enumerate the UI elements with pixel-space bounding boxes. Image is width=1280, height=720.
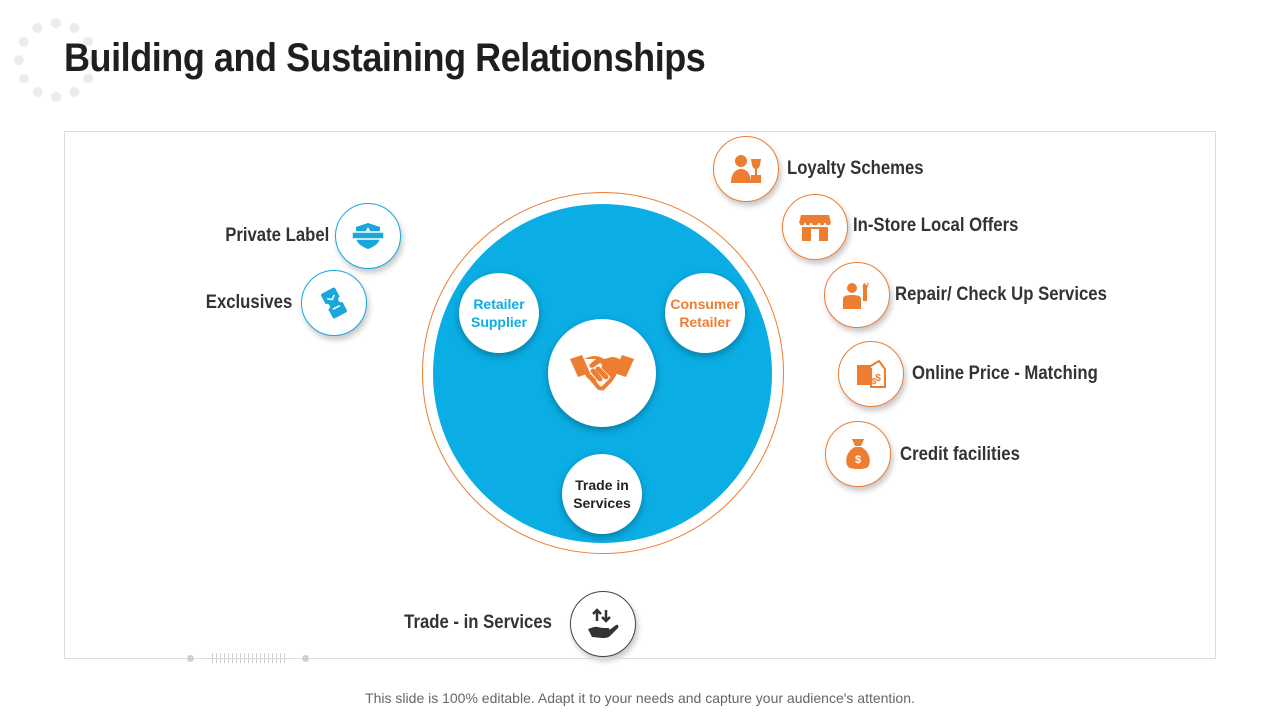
trade-in-services-node: Trade in Services <box>562 454 642 534</box>
retailer-supplier-label: Retailer Supplier <box>470 296 527 330</box>
ticket-icon <box>321 287 347 319</box>
handshake-icon <box>570 355 634 391</box>
price-matching-text: Online Price - Matching <box>912 363 1098 384</box>
handshake-node <box>548 319 656 427</box>
price-matching-circle: $ $ <box>838 341 904 407</box>
page-title: Building and Sustaining Relationships <box>64 36 706 80</box>
private-label-circle <box>335 203 401 269</box>
price-tag-icon: $ $ <box>857 359 886 388</box>
loyalty-schemes-text: Loyalty Schemes <box>787 158 924 179</box>
loyalty-schemes-circle <box>713 136 779 202</box>
credit-facilities-circle: $ <box>825 421 891 487</box>
decorative-ring <box>14 18 98 102</box>
divider-dot <box>302 655 309 662</box>
in-store-offers-circle <box>782 194 848 260</box>
outer-orange-ring <box>422 192 784 554</box>
repair-services-circle <box>824 262 890 328</box>
divider-ticks <box>212 653 286 663</box>
trade-in-services-text: Trade - in Services <box>404 612 552 633</box>
svg-text:$: $ <box>872 377 877 386</box>
store-icon <box>798 215 832 241</box>
trade-in-services-circle <box>570 591 636 657</box>
shield-badge-icon <box>351 223 385 249</box>
svg-text:$: $ <box>855 454 861 466</box>
svg-text:$: $ <box>875 373 881 384</box>
trade-in-label: Trade in Services <box>573 477 631 511</box>
person-trophy-icon <box>731 155 761 183</box>
divider-dot <box>187 655 194 662</box>
exclusives-circle <box>301 270 367 336</box>
exclusives-text: Exclusives <box>205 292 292 313</box>
footer-note: This slide is 100% editable. Adapt it to… <box>365 690 915 706</box>
retailer-supplier-node: Retailer Supplier <box>459 273 539 353</box>
repair-person-icon <box>843 282 869 309</box>
private-label-text: Private Label <box>224 225 329 246</box>
repair-services-text: Repair/ Check Up Services <box>895 284 1107 305</box>
consumer-retailer-node: Consumer Retailer <box>665 273 745 353</box>
in-store-offers-text: In-Store Local Offers <box>853 215 1019 236</box>
consumer-retailer-label: Consumer Retailer <box>670 296 740 330</box>
bottom-divider <box>64 658 1216 659</box>
money-bag-icon: $ <box>846 439 870 469</box>
hand-exchange-icon <box>588 608 619 638</box>
credit-facilities-text: Credit facilities <box>900 444 1020 465</box>
